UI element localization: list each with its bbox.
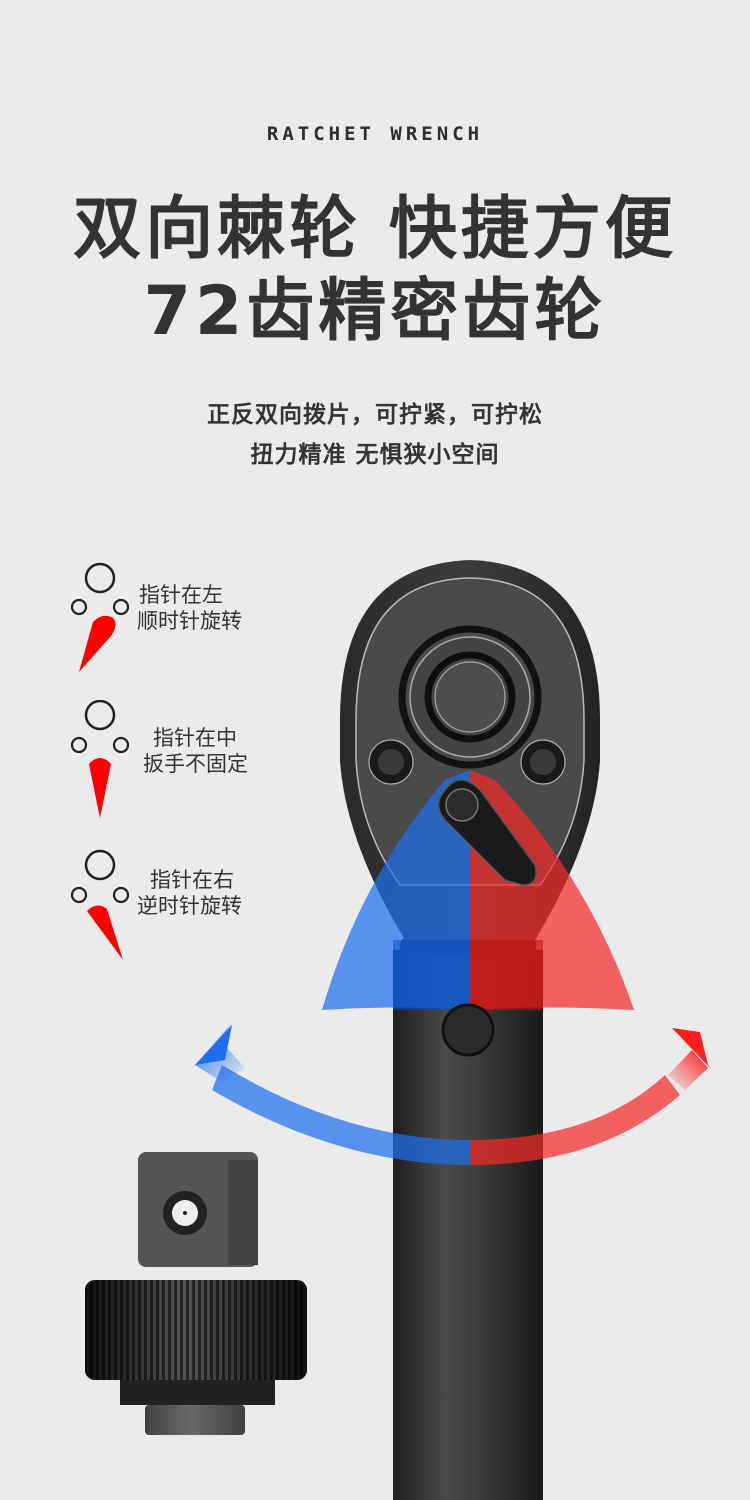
legend-right-line1: 指针在右: [150, 868, 234, 892]
arrow-red-body: [470, 1075, 680, 1165]
legend-item-center: 指针在中 扳手不固定: [65, 700, 285, 820]
square-drive-adapter: [85, 1152, 307, 1435]
subtitle-line-1: 正反双向拨片，可拧紧，可拧松: [207, 402, 543, 428]
legend-left-line1: 指针在左: [139, 583, 223, 607]
subtitle-line-2: 扭力精准 无惧狭小空间: [250, 442, 500, 468]
legend-center-line1: 指针在中: [153, 726, 237, 750]
eyebrow-title: RATCHET WRENCH: [266, 123, 484, 145]
pointer-left-icon: [70, 562, 130, 672]
headline-line-1: 双向棘轮 快捷方便: [73, 190, 677, 269]
arrow-right-head: [672, 1028, 712, 1070]
legend-item-left: 指针在左 顺时针旋转: [65, 560, 285, 680]
legend-item-right: 指针在右 逆时针旋转: [65, 845, 285, 965]
legend-right-line2: 逆时针旋转: [137, 894, 242, 918]
headline-line-2: 72齿精密齿轮: [143, 272, 607, 351]
legend-center-line2: 扳手不固定: [143, 752, 248, 776]
wrench-illustration: [85, 560, 712, 1500]
legend-left-line2: 顺时针旋转: [137, 609, 242, 633]
pointer-center-icon: [70, 700, 130, 818]
pointer-right-icon: [70, 849, 130, 960]
arrow-blue-body: [212, 1065, 470, 1165]
